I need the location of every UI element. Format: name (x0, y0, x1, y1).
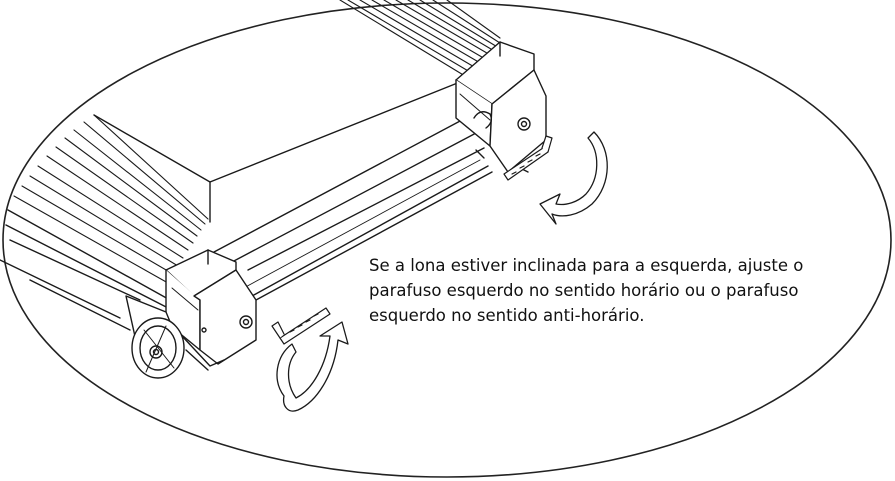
left-adjust-bolt-head (239, 315, 253, 329)
right-adjust-bolt-head (517, 117, 531, 131)
left-wheel-assembly (125, 295, 225, 379)
left-rotation-arrow (276, 321, 349, 412)
adjustment-instruction-text: Se a lona estiver inclinada para a esque… (369, 256, 804, 325)
left-allen-wrench (271, 307, 331, 345)
right-rotation-arrow (539, 131, 608, 225)
belt-stripes-lower (13, 114, 209, 284)
right-allen-wrench (503, 135, 553, 181)
belt-stripes-upper (339, 0, 501, 77)
left-end-cap (165, 249, 257, 365)
right-end-cap (455, 41, 547, 173)
